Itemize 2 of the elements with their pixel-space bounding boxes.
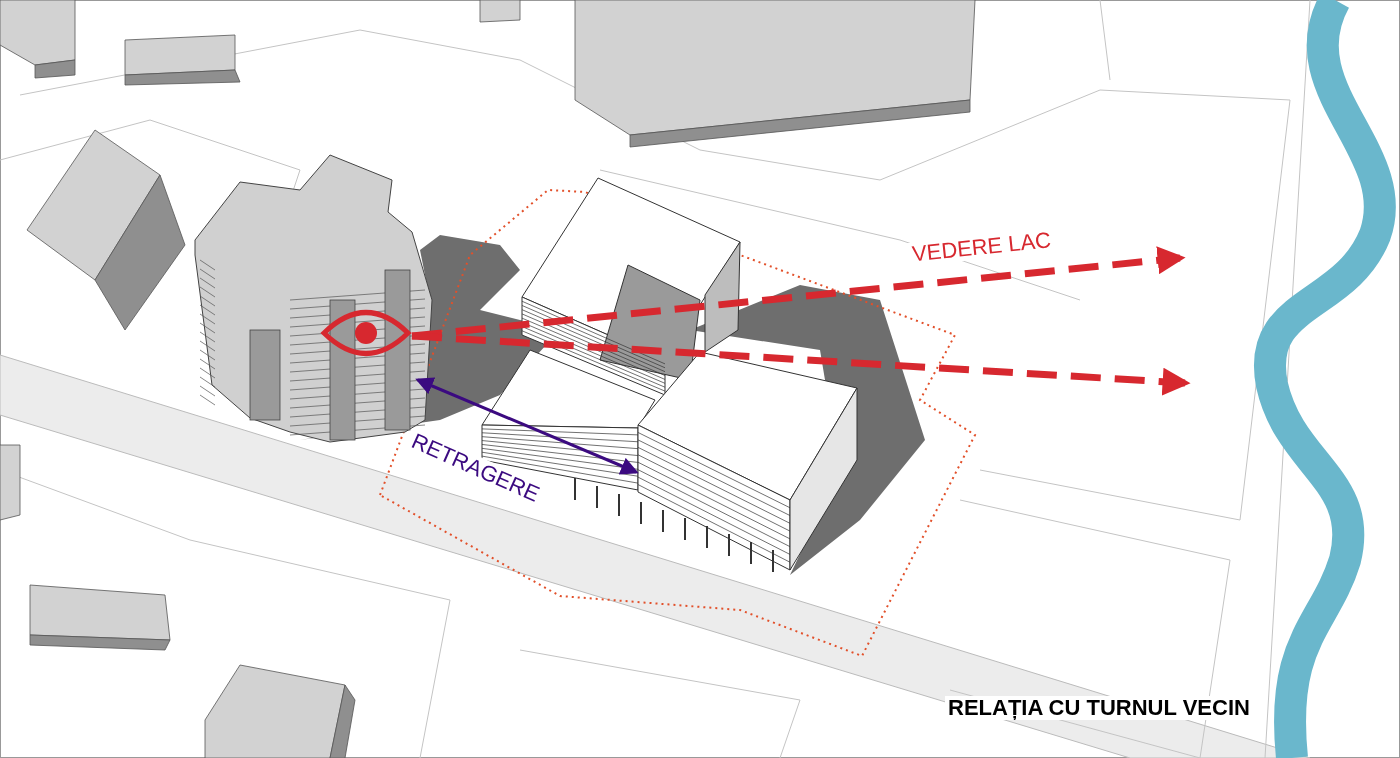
arrow xyxy=(415,377,639,475)
arrow xyxy=(411,332,1191,396)
